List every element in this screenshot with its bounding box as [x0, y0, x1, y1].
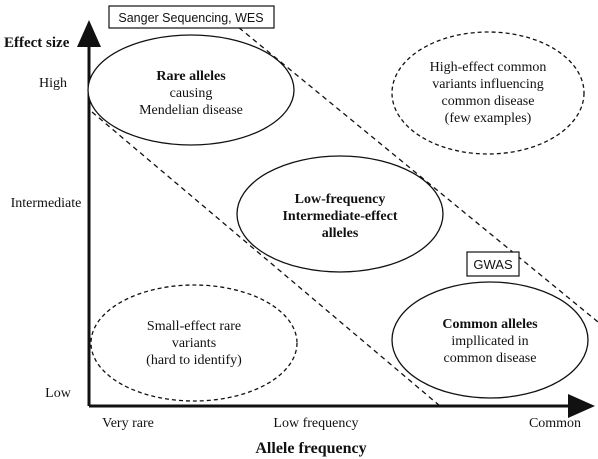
low-frequency-region: Low-frequency Intermediate-effect allele…: [236, 155, 444, 273]
gwas-box: GWAS: [466, 251, 520, 277]
small-effect-rare-line1: Small-effect rare: [147, 319, 241, 334]
rare-alleles-line3: Mendelian disease: [139, 103, 243, 118]
x-tick-very-rare: Very rare: [102, 416, 154, 431]
gwas-label: GWAS: [473, 257, 513, 272]
high-effect-common-region: High-effect common variants influencing …: [391, 31, 585, 155]
y-tick-intermediate: Intermediate: [11, 196, 82, 211]
upper-diagonal-dashed-line: [231, 21, 598, 323]
sanger-sequencing-label: Sanger Sequencing, WES: [118, 11, 263, 25]
y-tick-high: High: [39, 76, 67, 91]
rare-alleles-title: Rare alleles: [156, 69, 226, 84]
small-effect-rare-region: Small-effect rare variants (hard to iden…: [90, 284, 298, 402]
low-frequency-title-line1: Low-frequency: [295, 192, 386, 207]
small-effect-rare-line3: (hard to identify): [146, 353, 242, 368]
sanger-sequencing-box: Sanger Sequencing, WES: [108, 5, 275, 29]
x-axis-title: Allele frequency: [255, 440, 366, 457]
high-effect-common-line3: common disease: [442, 94, 535, 109]
y-tick-low: Low: [45, 386, 72, 401]
high-effect-common-line1: High-effect common: [430, 60, 547, 75]
x-tick-common: Common: [529, 416, 581, 431]
low-frequency-title-line2: Intermediate-effect: [282, 209, 397, 224]
common-alleles-region: Common alleles impllicated in common dis…: [391, 281, 589, 399]
rare-alleles-line2: causing: [170, 86, 213, 101]
common-alleles-line3: common disease: [444, 351, 537, 366]
high-effect-common-line2: variants influencing: [432, 77, 544, 92]
low-frequency-title-line3: alleles: [322, 226, 359, 241]
common-alleles-line2: impllicated in: [451, 334, 528, 349]
y-axis-title: Effect size: [4, 35, 70, 51]
x-tick-low-frequency: Low frequency: [273, 416, 358, 431]
small-effect-rare-line2: variants: [172, 336, 216, 351]
rare-alleles-region: Rare alleles causing Mendelian disease: [87, 34, 295, 146]
common-alleles-title: Common alleles: [442, 317, 538, 332]
lower-diagonal-dashed-line: [91, 111, 441, 407]
high-effect-common-line4: (few examples): [445, 111, 532, 126]
